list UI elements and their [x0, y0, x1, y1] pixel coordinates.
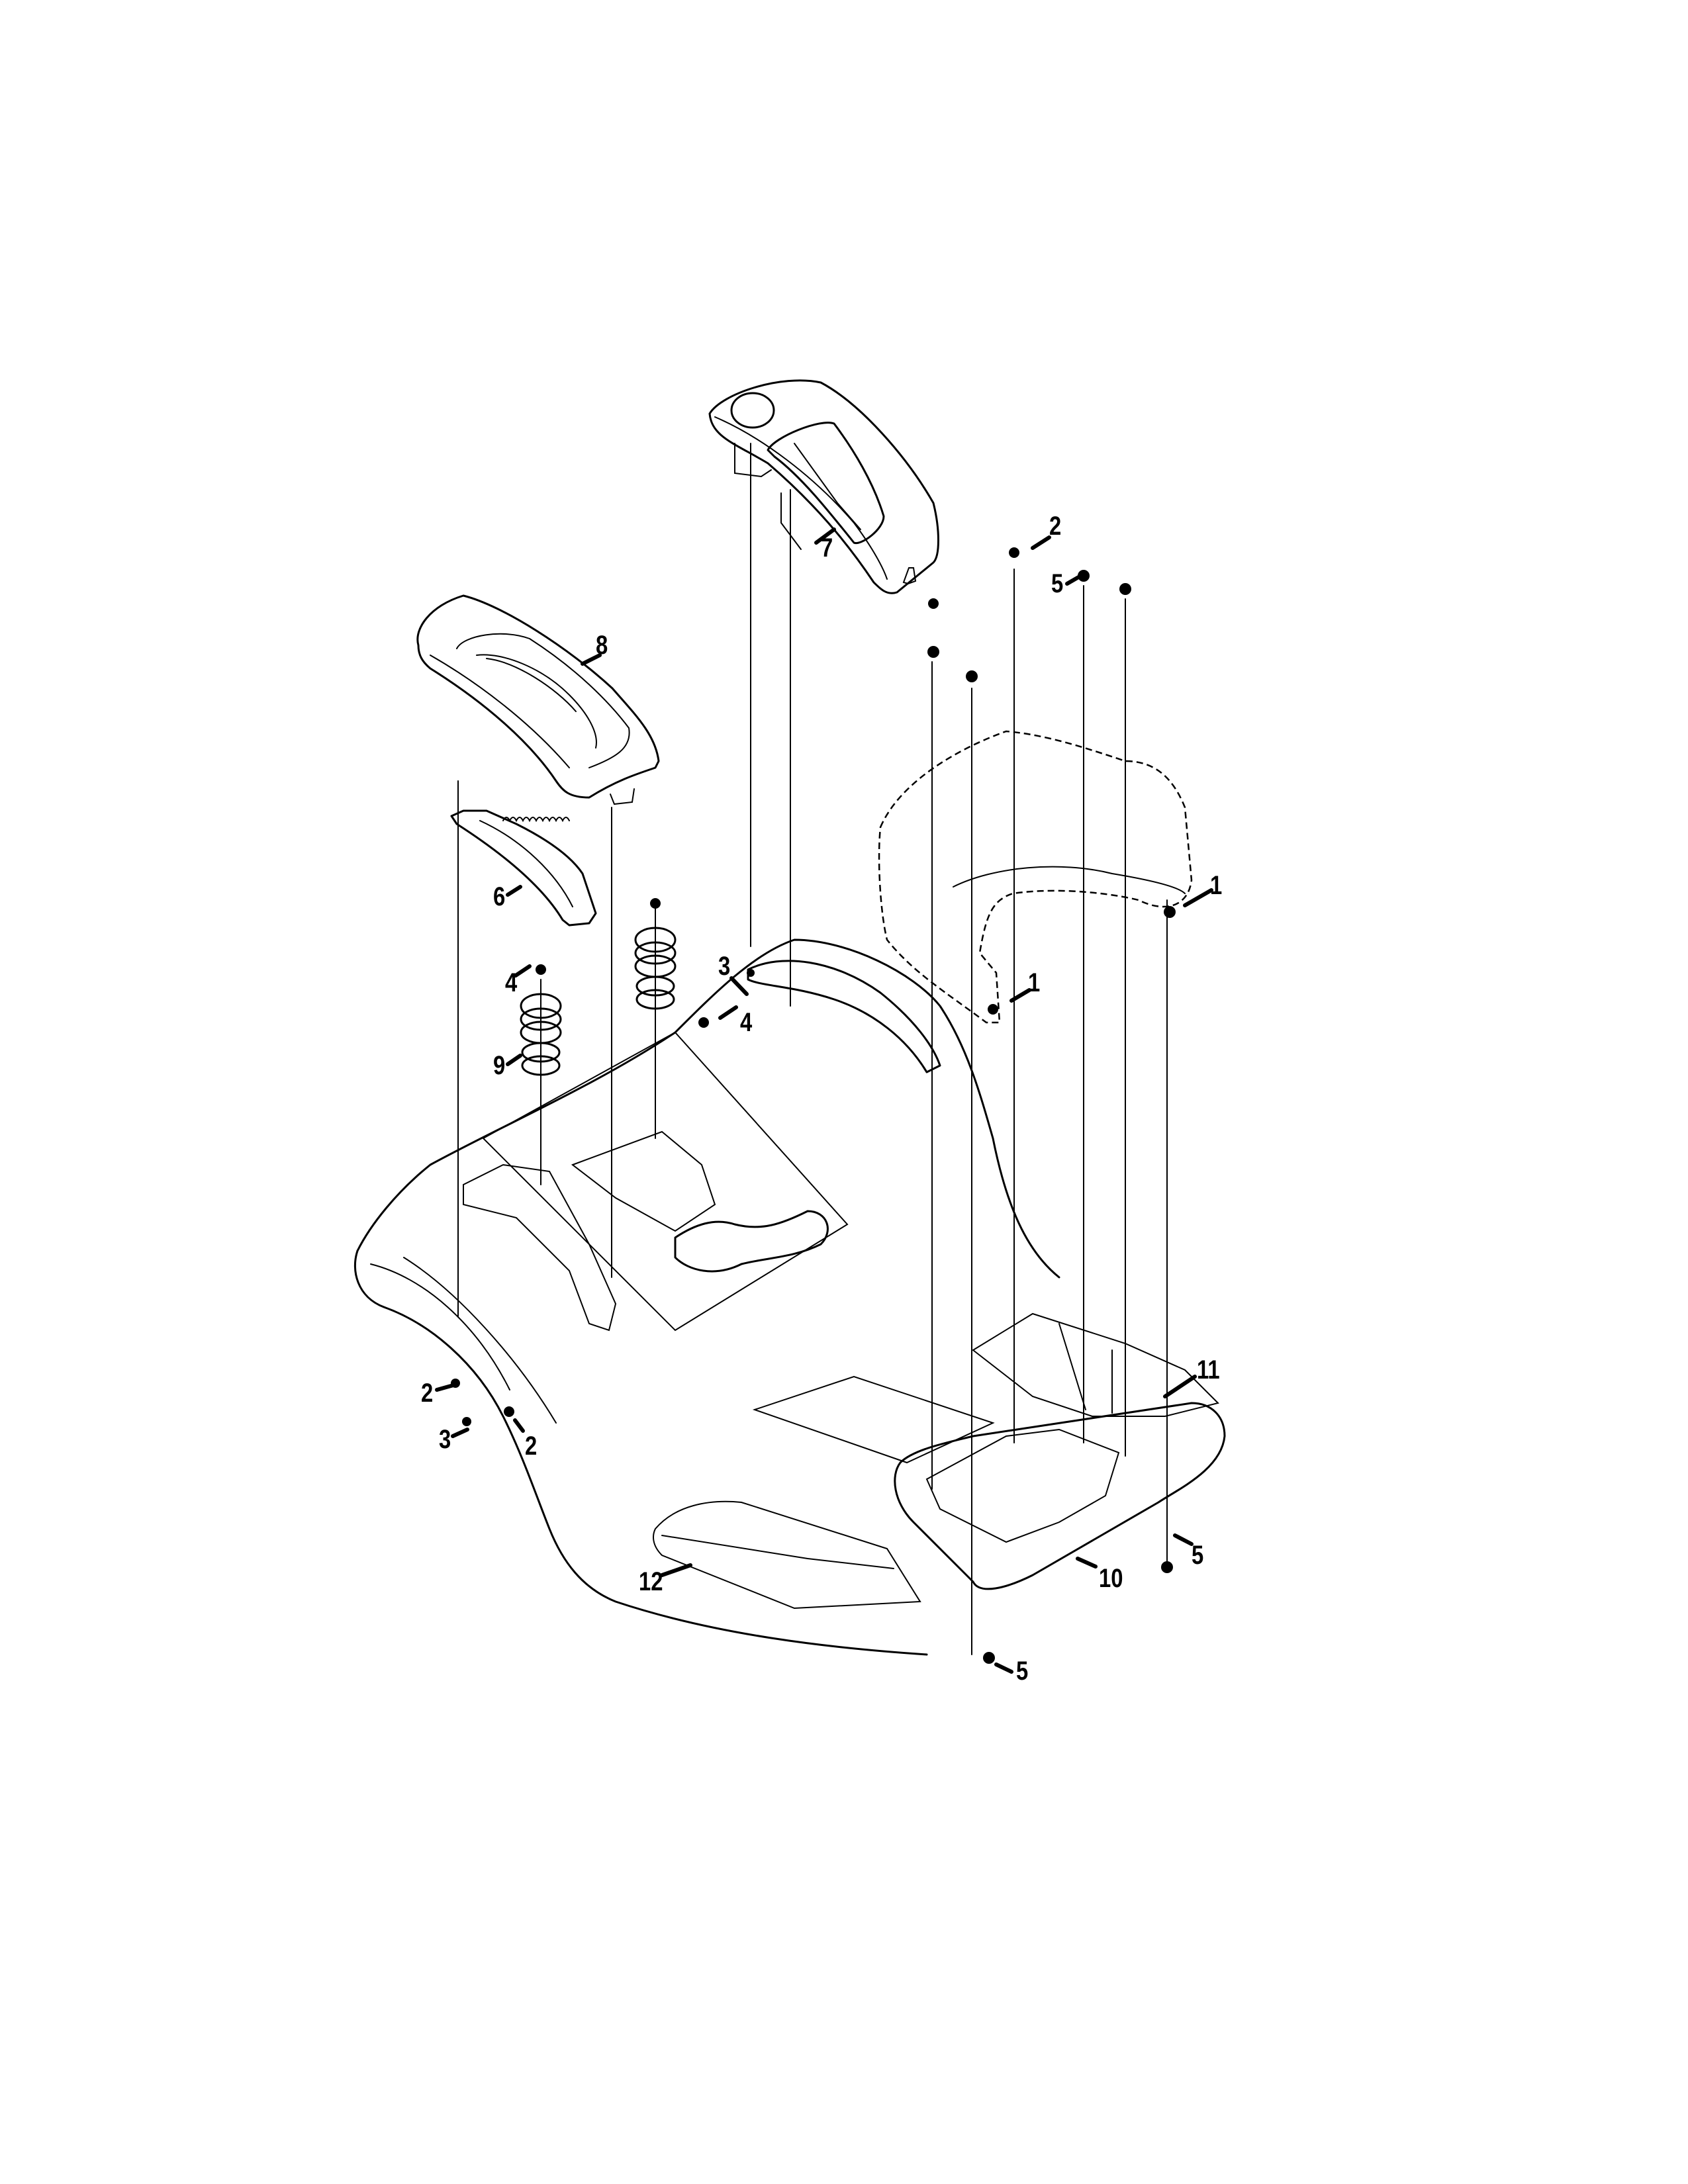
callout-1: 1: [1028, 968, 1041, 997]
callout-5: 5: [1051, 569, 1064, 598]
callout-8: 8: [596, 631, 608, 660]
callout-3: 3: [439, 1425, 451, 1454]
callout-2: 2: [1049, 512, 1062, 541]
callout-4: 4: [505, 968, 518, 997]
callout-12: 12: [639, 1567, 663, 1596]
callout-3: 3: [718, 952, 731, 981]
callout-4: 4: [740, 1008, 753, 1037]
fender-body: [353, 938, 1226, 1656]
callout-5: 5: [1016, 1657, 1029, 1686]
part-6-notched-bracket: [450, 809, 597, 927]
assembly-lines: [457, 443, 1168, 1655]
callout-9: 9: [493, 1051, 506, 1080]
callout-6: 6: [493, 882, 506, 911]
callout-11: 11: [1197, 1355, 1220, 1385]
fasteners: [451, 547, 1176, 1664]
callout-10: 10: [1099, 1564, 1123, 1593]
leader-lines: [435, 527, 1213, 1674]
rear-shield: [878, 730, 1193, 1024]
part-8-left-console: [416, 594, 660, 805]
callout-1: 1: [1210, 871, 1223, 900]
part-7-right-console: [708, 379, 939, 594]
callout-7: 7: [821, 533, 833, 563]
callout-2: 2: [525, 1432, 538, 1461]
callout-5: 5: [1192, 1541, 1204, 1570]
callout-2: 2: [421, 1379, 434, 1408]
